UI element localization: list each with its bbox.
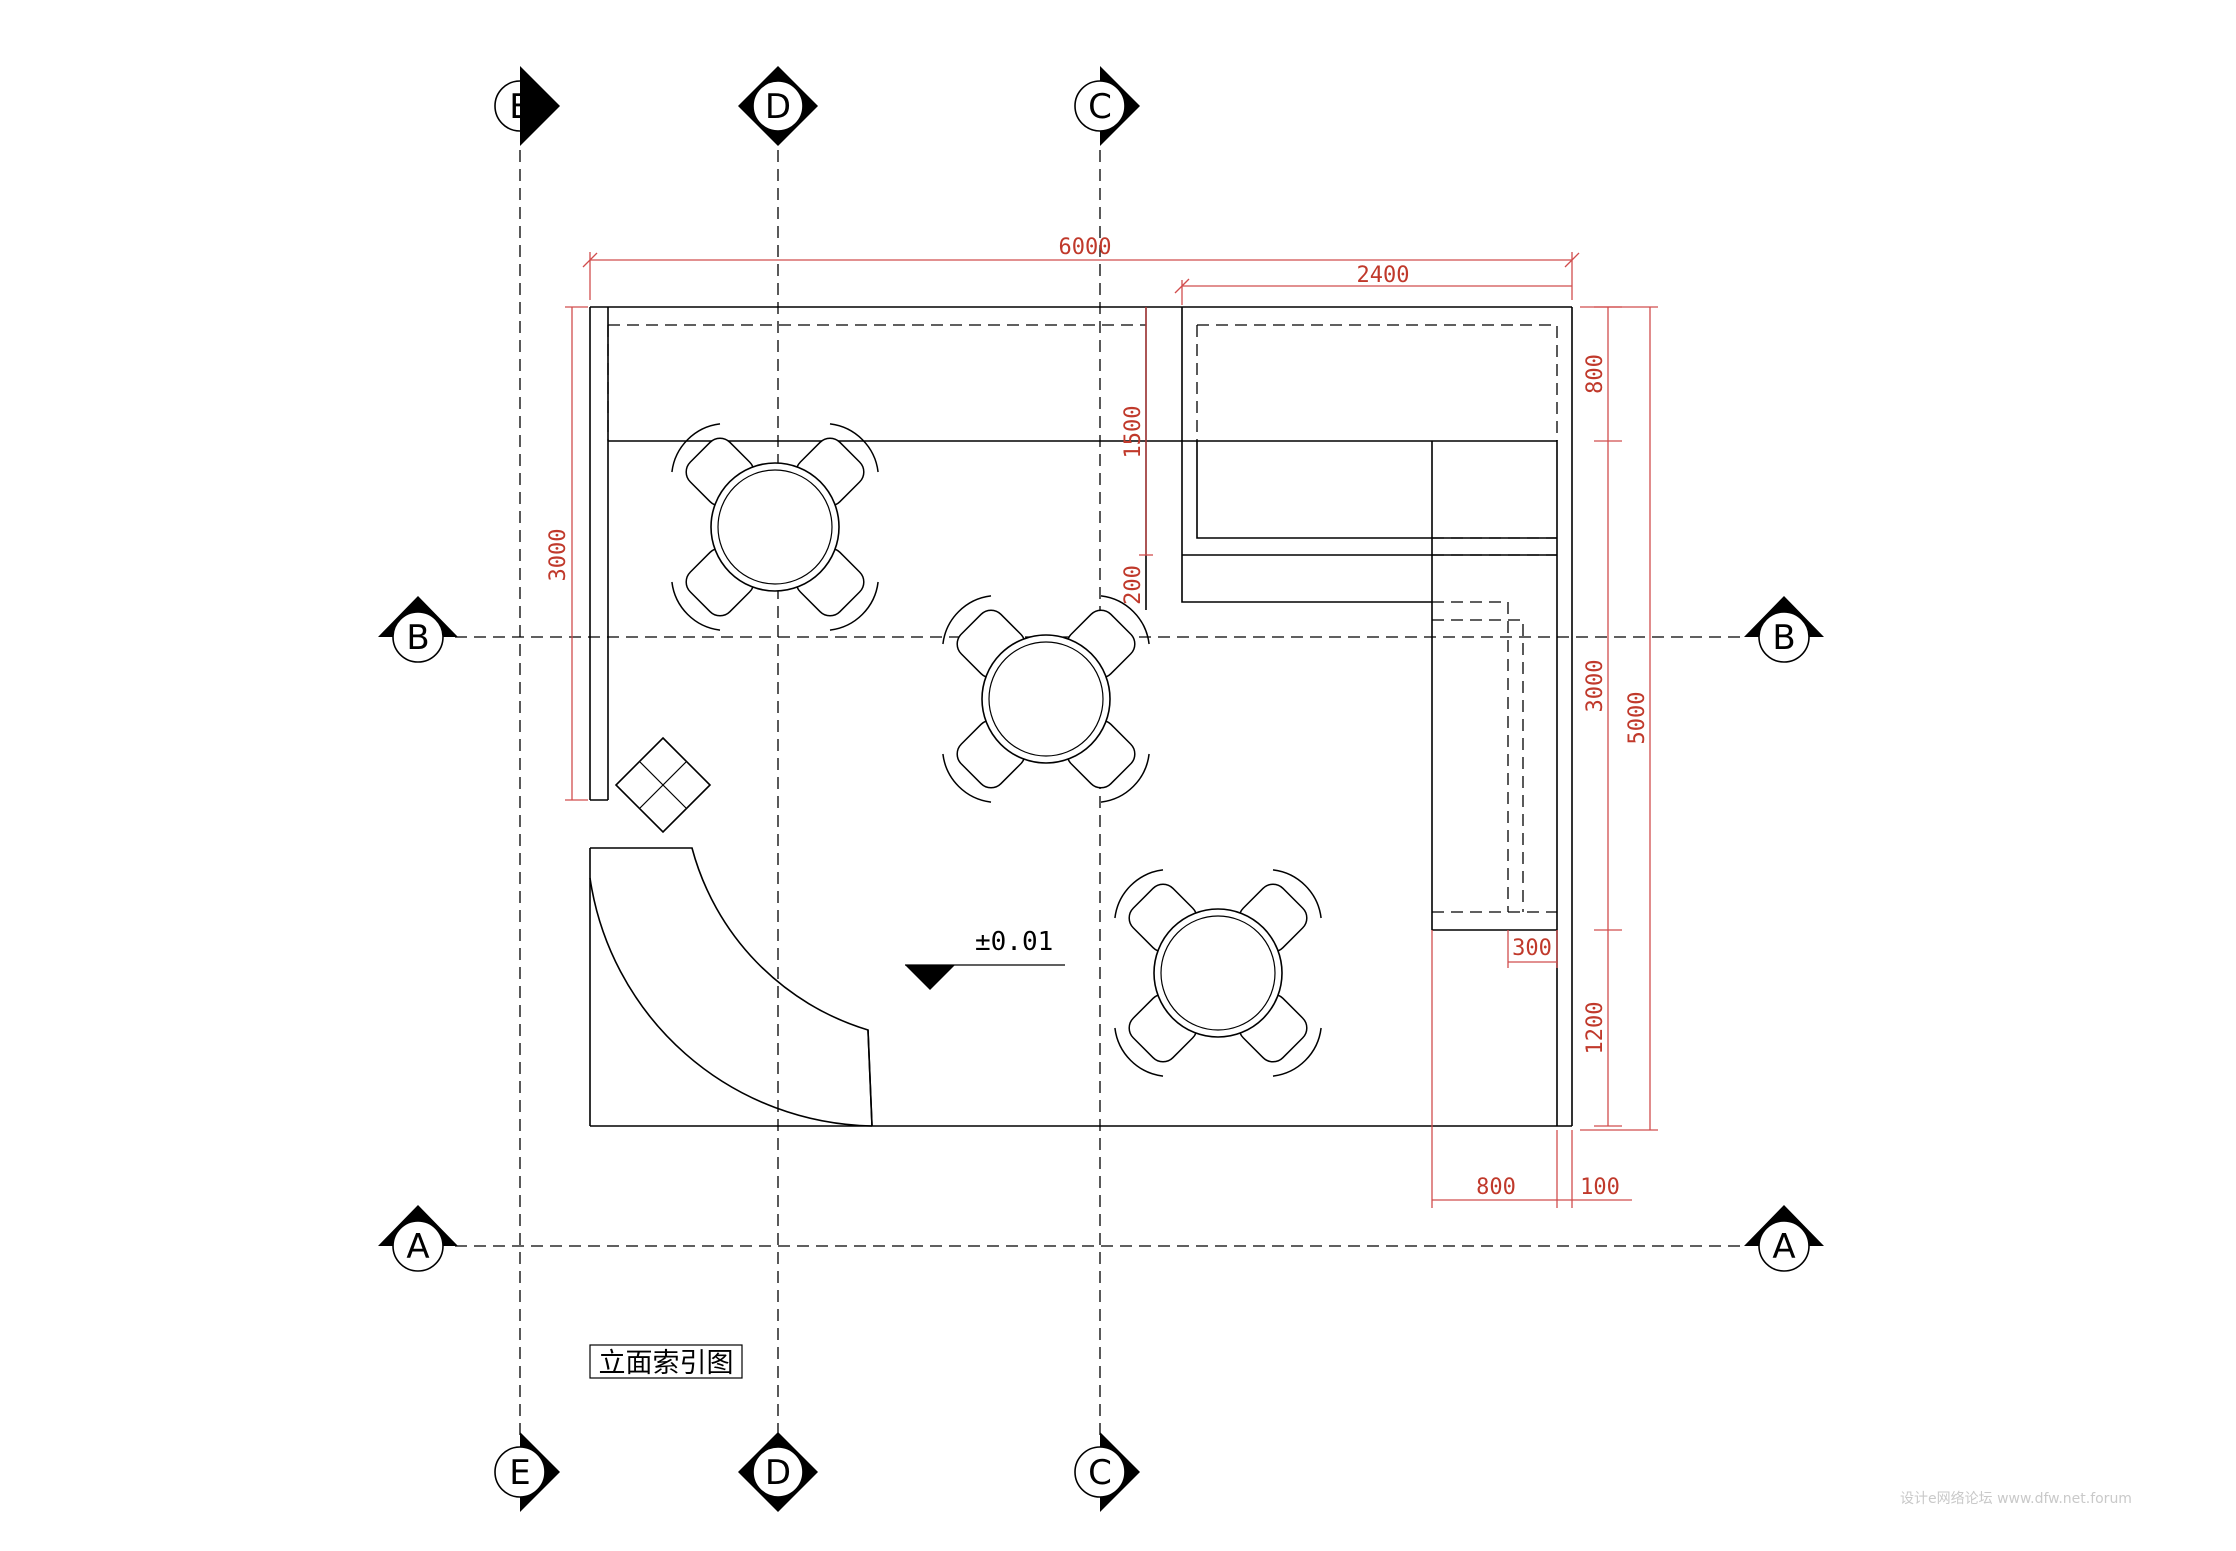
dim-overall-width: 6000 (1059, 235, 1112, 260)
bar-counter (1181, 324, 1558, 931)
marker-label: A (406, 1227, 429, 1267)
section-marker-D-bottom[interactable]: D (738, 1432, 818, 1512)
section-marker-A-right[interactable]: A (1744, 1205, 1824, 1272)
dim-right-middle: 3000 (1583, 660, 1608, 713)
table-set-2 (935, 588, 1158, 811)
dim-overall-height: 5000 (1625, 692, 1650, 745)
section-marker-E-bottom[interactable]: E (494, 1432, 560, 1512)
dim-counter-width: 800 (1476, 1175, 1516, 1200)
marker-label: C (1088, 87, 1112, 127)
marker-label: E (509, 87, 530, 127)
section-marker-B-right[interactable]: B (1744, 596, 1824, 663)
display-stand-icon (614, 736, 712, 834)
dim-wall-thickness: 100 (1580, 1175, 1620, 1200)
dim-right-top: 800 (1583, 354, 1608, 394)
section-marker-A-left[interactable]: A (378, 1205, 458, 1272)
drawing-title: 立面索引图 (599, 1348, 734, 1379)
section-marker-B-left[interactable]: B (378, 596, 458, 663)
dim-counter-return: 300 (1512, 936, 1552, 961)
marker-label: D (765, 87, 791, 127)
marker-label: C (1088, 1453, 1112, 1493)
section-marker-C-bottom[interactable]: C (1074, 1432, 1140, 1512)
marker-label: B (406, 618, 429, 658)
table-set-3 (1107, 862, 1330, 1085)
dimension-lines (565, 252, 1658, 1208)
section-marker-E-top[interactable]: E (494, 66, 560, 146)
marker-label: A (1772, 1227, 1795, 1267)
table-set-1 (664, 416, 887, 639)
dim-right-bottom: 1200 (1583, 1002, 1608, 1055)
marker-label: B (1772, 618, 1795, 658)
dim-bar-depth: 1500 (1121, 406, 1146, 459)
level-mark-label: ±0.01 (975, 927, 1053, 957)
marker-label: D (765, 1453, 791, 1493)
section-marker-D-top[interactable]: D (738, 66, 818, 146)
marker-label: E (509, 1453, 530, 1493)
drawing-title-box: 立面索引图 (589, 1344, 743, 1379)
curved-reception-desk (589, 847, 873, 1127)
watermark-text: 设计e网络论坛 www.dfw.net.forum (1900, 1491, 2132, 1507)
dim-bar-step: 200 (1121, 565, 1146, 605)
section-lines (455, 150, 1745, 1440)
dim-bar-width: 2400 (1357, 263, 1410, 288)
dim-left-wall: 3000 (546, 529, 571, 582)
section-marker-C-top[interactable]: C (1074, 66, 1140, 146)
level-mark: ±0.01 (905, 927, 1065, 990)
